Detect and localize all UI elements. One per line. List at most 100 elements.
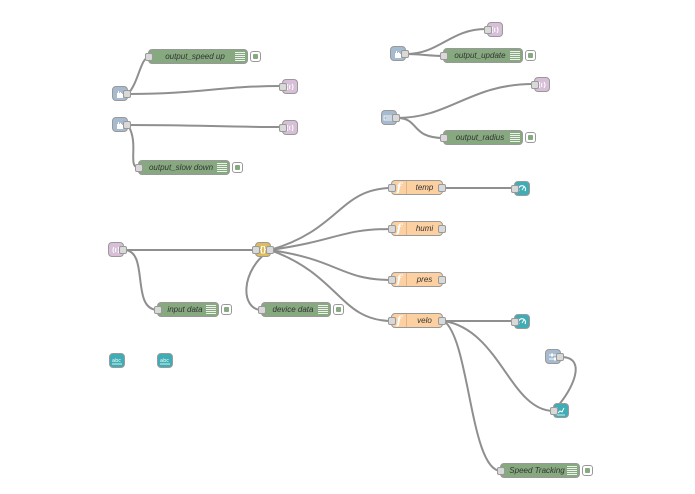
mqtt-out-node[interactable] — [279, 120, 298, 135]
input-port[interactable] — [252, 245, 260, 254]
wifi-icon — [491, 26, 499, 33]
node-label: output_speed up — [165, 52, 225, 61]
node-label: Speed Tracking — [509, 466, 565, 475]
json-node[interactable]: {} — [252, 242, 274, 257]
mqtt-in-node[interactable] — [108, 242, 127, 257]
node-label: output_update — [454, 51, 506, 60]
input-port[interactable] — [258, 305, 266, 314]
slider-node[interactable] — [545, 349, 564, 364]
debug-toggle-button[interactable] — [232, 162, 243, 173]
slider-icon — [549, 353, 557, 360]
debug-icon — [510, 133, 520, 142]
mqtt-out-node[interactable] — [531, 77, 550, 92]
output-port[interactable] — [438, 316, 446, 325]
node-label: velo — [417, 316, 432, 325]
input-port[interactable] — [154, 305, 162, 314]
debug-icon — [510, 51, 520, 60]
mqtt-out-node[interactable] — [484, 22, 503, 37]
gauge-node[interactable] — [511, 181, 530, 196]
function-node-pres[interactable]: f pres — [388, 272, 446, 287]
output-port[interactable] — [401, 49, 409, 58]
output-port[interactable] — [123, 120, 131, 129]
input-port[interactable] — [484, 25, 492, 34]
debug-toggle-button[interactable] — [250, 51, 261, 62]
debug-toggle-button[interactable] — [525, 50, 536, 61]
debug-node-output-slow-down[interactable]: output_slow down — [135, 160, 243, 175]
wire — [245, 249, 271, 311]
output-port[interactable] — [123, 89, 131, 98]
output-port[interactable] — [438, 224, 446, 233]
wire — [396, 117, 445, 139]
wire — [127, 85, 282, 95]
function-node-temp[interactable]: f temp — [388, 180, 446, 195]
input-port[interactable] — [388, 224, 396, 233]
function-node-velo[interactable]: f velo — [388, 313, 446, 328]
output-port[interactable] — [119, 245, 127, 254]
wire — [405, 28, 487, 55]
node-label: pres — [416, 275, 433, 284]
input-port[interactable] — [145, 52, 153, 61]
input-port[interactable] — [135, 163, 143, 172]
wire — [269, 249, 393, 322]
output-port[interactable] — [266, 245, 274, 254]
output-port[interactable] — [556, 352, 564, 361]
debug-node-output-radius[interactable]: output_radius — [440, 130, 536, 145]
input-port[interactable] — [440, 51, 448, 60]
node-label: output_slow down — [148, 163, 214, 172]
wire — [396, 83, 534, 119]
debug-node-speed-tracking[interactable]: Speed Tracking — [497, 463, 593, 478]
hand-icon — [117, 121, 123, 129]
mqtt-out-node[interactable] — [279, 79, 298, 94]
svg-text:abc: abc — [160, 358, 169, 364]
inject-node[interactable] — [390, 46, 409, 61]
debug-node-output-update[interactable]: output_update — [440, 48, 536, 63]
debug-toggle-button[interactable] — [221, 304, 232, 315]
input-port[interactable] — [511, 317, 519, 326]
text-node[interactable]: abc — [157, 353, 173, 368]
input-port[interactable] — [550, 406, 558, 415]
gauge-node[interactable] — [511, 314, 530, 329]
wifi-icon — [286, 83, 294, 90]
debug-icon — [235, 52, 245, 61]
debug-toggle-button[interactable] — [525, 132, 536, 143]
wire — [269, 228, 393, 251]
debug-icon — [318, 305, 328, 314]
input-port[interactable] — [279, 82, 287, 91]
output-port[interactable] — [438, 183, 446, 192]
text-input-node[interactable] — [381, 110, 400, 125]
inject-node[interactable] — [112, 117, 131, 132]
input-port[interactable] — [497, 466, 505, 475]
input-port[interactable] — [388, 183, 396, 192]
chart-node[interactable] — [550, 403, 569, 418]
function-icon: f — [392, 222, 407, 235]
debug-toggle-button[interactable] — [582, 465, 593, 476]
debug-toggle-button[interactable] — [333, 304, 344, 315]
input-port[interactable] — [440, 133, 448, 142]
wire — [123, 249, 159, 311]
input-port[interactable] — [531, 80, 539, 89]
svg-text:abc: abc — [112, 358, 121, 364]
input-port[interactable] — [279, 123, 287, 132]
debug-node-output-speed-up[interactable]: output_speed up — [145, 49, 261, 64]
input-port[interactable] — [511, 184, 519, 193]
debug-node-device-data[interactable]: device data — [258, 302, 344, 317]
output-port[interactable] — [438, 275, 446, 284]
output-port[interactable] — [392, 113, 400, 122]
text-icon: abc — [160, 358, 170, 364]
json-icon: {} — [259, 245, 267, 254]
input-port[interactable] — [388, 275, 396, 284]
function-icon: f — [392, 181, 407, 194]
debug-icon — [217, 163, 227, 172]
node-label: input data — [167, 305, 203, 314]
function-node-humi[interactable]: f humi — [388, 221, 446, 236]
node-label: output_radius — [455, 133, 505, 142]
inject-node[interactable] — [112, 86, 131, 101]
debug-node-input-data[interactable]: input data — [154, 302, 232, 317]
wire — [405, 53, 445, 57]
text-icon: abc — [112, 358, 122, 364]
input-port[interactable] — [388, 316, 396, 325]
function-icon: f — [392, 273, 407, 286]
wifi-icon — [538, 81, 546, 88]
text-node[interactable]: abc — [109, 353, 125, 368]
wire — [443, 320, 554, 412]
